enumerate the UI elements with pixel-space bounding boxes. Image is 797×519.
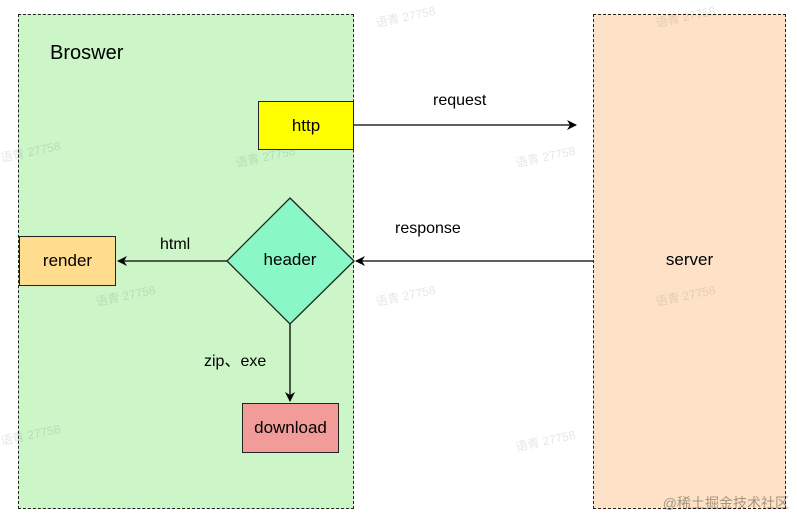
header-label: header xyxy=(263,250,317,269)
http-node: http xyxy=(258,101,354,150)
server-zone xyxy=(593,14,786,509)
render-label: render xyxy=(42,251,93,270)
zip-exe-label: zip、exe xyxy=(204,353,267,370)
server-label: server xyxy=(665,250,714,269)
browser-title: Broswer xyxy=(50,42,124,64)
footer-watermark: @稀土掘金技术社区 xyxy=(662,495,789,511)
request-label: request xyxy=(433,92,487,109)
download-node: download xyxy=(242,403,339,453)
html-label: html xyxy=(160,236,191,253)
render-node: render xyxy=(19,236,116,286)
response-label: response xyxy=(395,220,461,237)
http-label: http xyxy=(291,115,321,135)
download-label: download xyxy=(254,418,327,437)
